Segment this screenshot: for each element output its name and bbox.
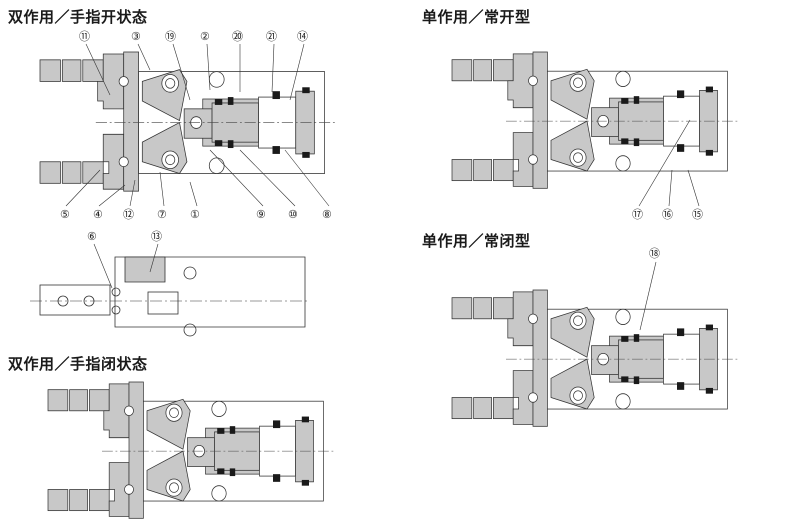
callout-4: ④ [93,209,103,221]
callout-21: ㉑ [266,30,277,43]
diagram-single-acting-closed [451,289,741,427]
diagram-double-acting-closed [47,381,337,519]
callouts-double-open-bottom: ⑤ ④ ⑫ ⑦ ① ⑨ ⑩ ⑧ [60,208,332,221]
callouts-single-open: ⑰ ⑯ ⑮ [632,208,703,221]
title-single-acting-normally-open: 单作用／常开型 [422,8,531,26]
title-double-acting-closed: 双作用／手指闭状态 [8,355,148,373]
callout-6: ⑥ [87,231,97,243]
callout-13: ⑬ [151,230,162,243]
diagram-double-acting-open [39,51,339,192]
callout-18: ⑱ [649,247,660,260]
callouts-double-open-top: ⑪ ③ ⑲ ② ⑳ ㉑ ⑭ [79,30,308,43]
callout-16: ⑯ [662,208,673,221]
callout-14: ⑭ [297,30,308,43]
callout-2: ② [200,31,210,43]
callouts-top-view: ⑥ ⑬ [87,230,162,243]
callout-3: ③ [131,31,141,43]
callout-10: ⑩ [288,209,298,221]
callout-7: ⑦ [157,209,167,221]
callout-12: ⑫ [123,208,134,221]
callout-15: ⑮ [692,208,703,221]
title-single-acting-normally-closed: 单作用／常闭型 [422,232,531,250]
callout-20: ⑳ [232,30,243,43]
diagram-single-acting-open [451,51,741,189]
leader-lines [65,43,700,331]
title-double-acting-open: 双作用／手指开状态 [8,8,148,26]
diagram-top-view [30,256,310,337]
callout-5: ⑤ [60,209,70,221]
callout-11: ⑪ [79,30,90,43]
callout-17: ⑰ [632,208,643,221]
callout-1: ① [190,209,200,221]
callout-19: ⑲ [165,30,176,43]
callout-8: ⑧ [322,209,332,221]
callout-9: ⑨ [256,209,266,221]
callouts-single-closed: ⑱ [649,247,660,260]
